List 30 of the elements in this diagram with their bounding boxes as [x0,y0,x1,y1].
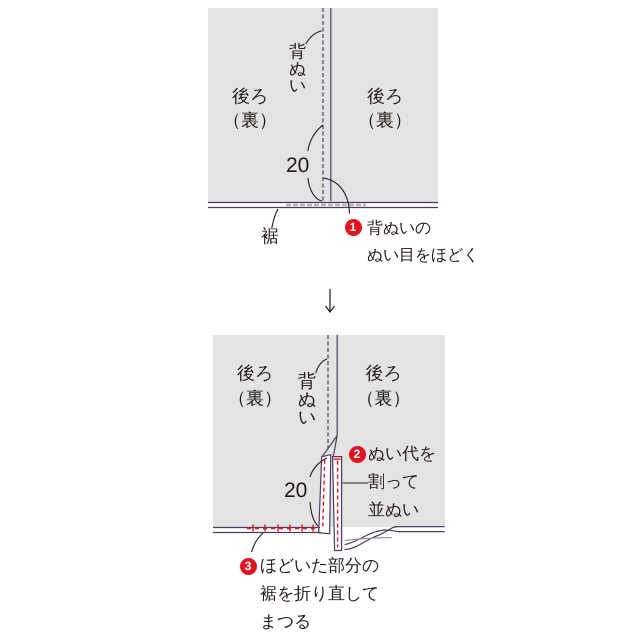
callout-label: 背ぬい [297,373,317,427]
leader-line [250,532,264,552]
leader-line [305,30,322,44]
callout-number: 1 [344,218,362,236]
seam-line [322,8,324,202]
leader-line [323,177,350,214]
leader-line [342,482,368,484]
part-label: 後ろ（裏） [228,362,282,410]
callout-number: 3 [240,558,256,574]
leader-line [315,358,328,374]
callout-label: 裾 [261,228,279,246]
dimension-label: 20 [286,154,310,176]
leader-line [271,208,278,228]
part-label: 後ろ（裏） [358,85,412,133]
fabric-panel [208,8,331,202]
callout-number: 2 [348,446,366,462]
fabric-panel [331,8,438,202]
callout-text: ほどいた部分の裾を折り直してまつる [260,555,380,634]
callout-label: 背ぬい [288,44,307,95]
seam-allowance [332,456,343,552]
dimension-label: 20 [284,480,308,500]
part-label: 後ろ（裏） [223,85,277,133]
hem-lines [212,522,322,533]
part-label: 後ろ（裏） [356,362,410,410]
fabric-panel [337,335,445,527]
fabric-panel [213,335,337,527]
hem-lines [207,200,439,209]
callout-text: ぬい代を割って並ぬい [368,440,444,524]
seam-line [327,335,329,451]
callout-text: 背ぬいのぬい目をほどく [367,216,480,266]
